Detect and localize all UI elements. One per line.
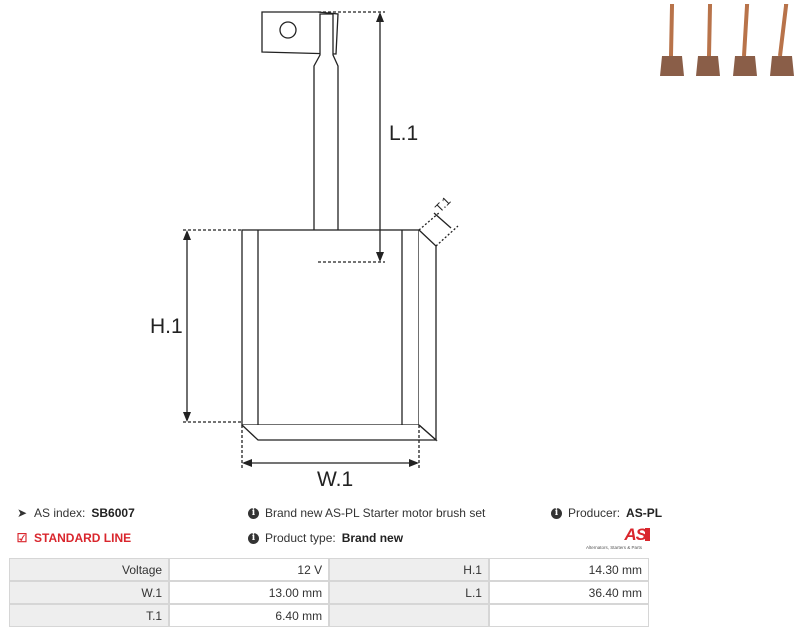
spec-value: 13.00 mm	[169, 581, 330, 604]
as-index-label: AS index:	[34, 506, 86, 520]
standard-line-label: STANDARD LINE	[34, 531, 132, 545]
description-row: i Brand new AS-PL Starter motor brush se…	[248, 506, 485, 520]
info-icon: i	[248, 532, 259, 544]
brush-photo-3	[733, 4, 757, 76]
info-icon: i	[248, 507, 259, 519]
product-type-label: Product type:	[265, 531, 336, 545]
spec-value	[488, 604, 649, 627]
info-icon: i	[551, 507, 562, 519]
as-index-value: SB6007	[91, 506, 135, 520]
spec-value: 36.40 mm	[488, 581, 649, 604]
spec-label: L.1	[329, 581, 489, 604]
product-description: Brand new AS-PL Starter motor brush set	[265, 506, 486, 520]
product-type-row: i Product type: Brand new	[248, 531, 403, 545]
dim-label-t1: T.1	[432, 194, 453, 215]
dim-label-l1: L.1	[389, 122, 418, 145]
producer-row: i Producer: AS-PL	[551, 506, 662, 520]
brush-photo-4	[770, 4, 794, 76]
producer-value: AS-PL	[626, 506, 663, 520]
spec-label: T.1	[9, 604, 170, 627]
brush-photo-2	[696, 4, 720, 76]
specifications-table: Voltage 12 V H.1 14.30 mm W.1 13.00 mm L…	[9, 558, 649, 627]
table-row: W.1 13.00 mm L.1 36.40 mm	[9, 581, 649, 604]
spec-value: 12 V	[169, 558, 330, 581]
as-index-row: ➤ AS index: SB6007	[16, 506, 135, 520]
producer-label: Producer:	[568, 506, 621, 520]
spec-label: Voltage	[9, 558, 170, 581]
checkbox-checked-icon: ☑	[16, 531, 28, 545]
standard-line-row: ☑ STANDARD LINE	[16, 531, 132, 545]
spec-value: 6.40 mm	[169, 604, 330, 627]
product-type-value: Brand new	[341, 531, 404, 545]
logo-tagline: Alternators, Starters & Parts	[586, 545, 643, 550]
producer-logo: AS Alternators, Starters & Parts	[586, 525, 650, 553]
logo-text: AS	[624, 525, 647, 544]
tags-icon: ➤	[16, 506, 28, 520]
logo-bar	[645, 528, 650, 541]
product-photo-thumbnails	[660, 4, 794, 76]
table-row: Voltage 12 V H.1 14.30 mm	[9, 558, 649, 581]
spec-label	[329, 604, 489, 627]
brush-body	[241, 229, 420, 426]
terminal-tab	[261, 11, 339, 55]
dim-label-w1: W.1	[317, 468, 353, 490]
terminal-hole	[279, 21, 297, 39]
table-row: T.1 6.40 mm	[9, 604, 649, 627]
dim-label-h1: H.1	[150, 315, 183, 338]
spec-label: H.1	[329, 558, 489, 581]
technical-drawing: L.1 H.1 W.1 T.1	[150, 11, 459, 490]
spec-value: 14.30 mm	[488, 558, 649, 581]
spec-label: W.1	[9, 581, 170, 604]
brush-photo-1	[660, 4, 684, 76]
